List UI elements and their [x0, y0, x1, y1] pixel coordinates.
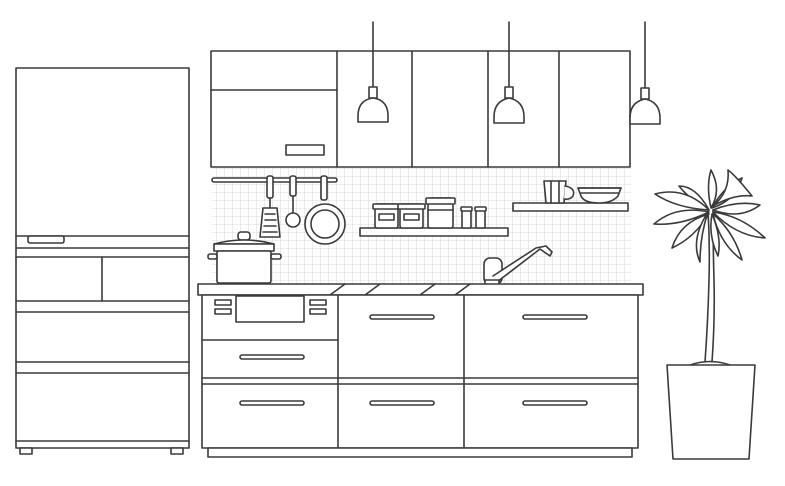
stove-top-icon	[214, 295, 327, 323]
canister-icon	[425, 197, 456, 229]
cup-shelf	[512, 202, 629, 212]
pendant-lamp-icon	[357, 21, 389, 123]
refrigerator-icon	[15, 67, 190, 455]
spice-jar-icon	[460, 206, 487, 229]
countertop	[197, 283, 644, 296]
pendant-lamp-icon	[629, 21, 661, 125]
wall-cabinet-icon	[210, 50, 631, 168]
spice-shelf-icon	[359, 227, 509, 237]
frying-pan-icon	[304, 175, 346, 245]
utensil-rail-icon	[211, 177, 338, 183]
potted-plant-icon	[653, 169, 766, 460]
cabinet-handle	[285, 144, 325, 156]
cup-icon	[543, 180, 575, 204]
cooking-pot-icon	[207, 231, 282, 284]
ladle-icon	[285, 175, 301, 228]
pendant-lamp-icon	[493, 21, 525, 124]
canister-icon	[372, 203, 401, 229]
drawer-icon	[239, 314, 588, 406]
bowl-icon	[577, 187, 622, 204]
plant-leaves	[653, 169, 766, 263]
canister-icon	[397, 203, 426, 229]
spatula-icon	[259, 175, 281, 238]
faucet-icon	[483, 245, 553, 286]
